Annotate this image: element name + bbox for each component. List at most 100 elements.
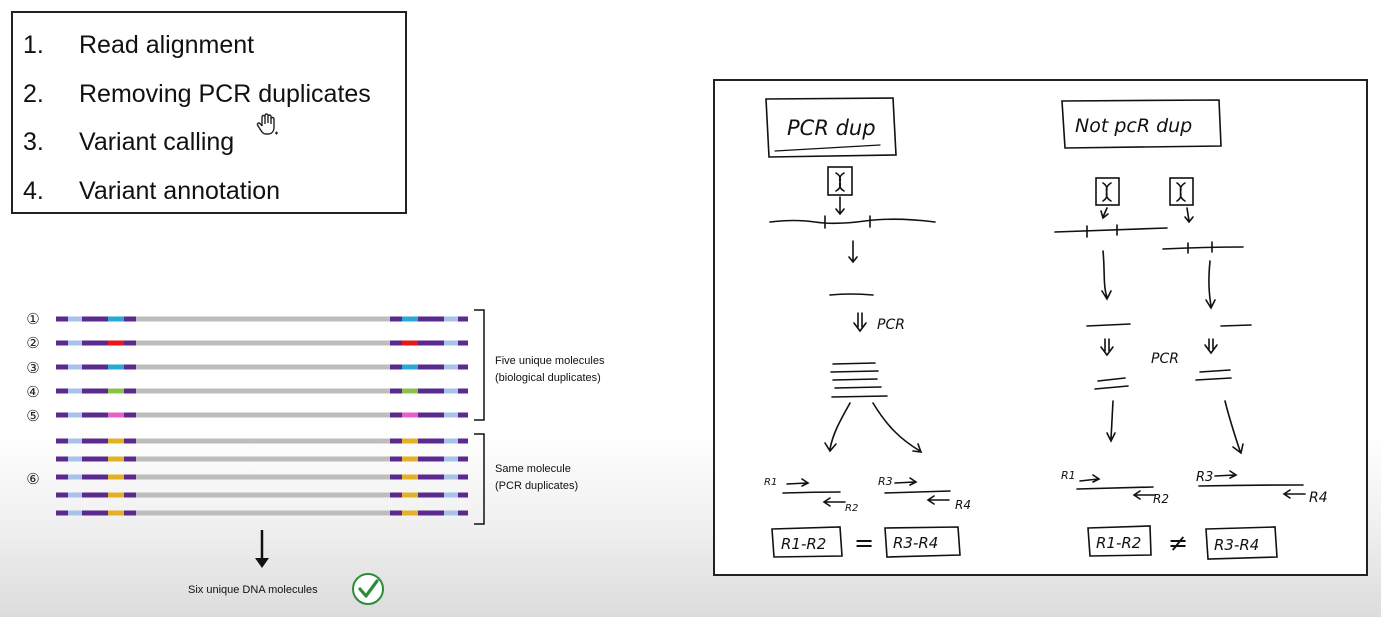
adapter-segment (458, 438, 468, 444)
read-label: R2 (845, 503, 858, 514)
adapter-segment (124, 510, 136, 516)
adapter-segment (68, 510, 82, 516)
barcode-segment (108, 316, 124, 322)
adapter-segment (458, 510, 468, 516)
step-label: Read alignment (79, 31, 255, 59)
adapter-segment (418, 316, 444, 322)
adapter-segment (458, 316, 468, 322)
dna-strand (56, 456, 468, 462)
barcode-segment (108, 340, 124, 346)
barcode-segment (108, 438, 124, 444)
adapter-segment (56, 510, 68, 516)
right-title: Not pcR dup (1075, 115, 1192, 137)
barcode-segment (402, 340, 418, 346)
adapter-segment (56, 388, 68, 394)
dna-strand (56, 492, 468, 498)
molecule-numbers: ① ② ③ ④ ⑤ ⑥ (26, 310, 39, 488)
adapter-segment (56, 364, 68, 370)
barcode-segment (108, 492, 124, 498)
adapter-segment (82, 388, 108, 394)
adapter-segment (390, 438, 402, 444)
inequality-sign: ≠ (1168, 529, 1188, 557)
group-bracket (474, 433, 485, 525)
down-arrow-icon (255, 530, 269, 568)
equation-right-term: R3-R4 (1214, 536, 1259, 554)
step-item: 3.Variant calling (23, 128, 234, 157)
adapter-segment (444, 388, 458, 394)
dna-strand (56, 340, 468, 346)
read-label: R3 (1196, 470, 1213, 485)
step-item: 1. Read alignment (23, 31, 254, 60)
adapter-segment (68, 456, 82, 462)
dna-strands (56, 316, 468, 516)
adapter-segment (458, 412, 468, 418)
molecule-number: ④ (26, 383, 39, 401)
barcode-segment (402, 364, 418, 370)
barcode-segment (108, 388, 124, 394)
adapter-segment (390, 492, 402, 498)
barcode-segment (402, 492, 418, 498)
adapter-segment (68, 364, 82, 370)
step-number: 1. (23, 31, 44, 59)
adapter-segment (56, 412, 68, 418)
adapter-segment (82, 492, 108, 498)
adapter-segment (82, 340, 108, 346)
adapter-segment (418, 438, 444, 444)
adapter-segment (390, 412, 402, 418)
group1-sublabel: (biological duplicates) (495, 372, 601, 384)
adapter-segment (458, 456, 468, 462)
equation-box (771, 526, 843, 558)
barcode-segment (108, 474, 124, 480)
adapter-segment (56, 492, 68, 498)
adapter-segment (390, 340, 402, 346)
read-label: R3 (878, 475, 893, 488)
pcr-label: PCR (877, 317, 905, 333)
adapter-segment (124, 438, 136, 444)
adapter-segment (444, 510, 458, 516)
result-label: Six unique DNA molecules (188, 584, 318, 596)
barcode-segment (108, 510, 124, 516)
adapter-segment (56, 474, 68, 480)
hand-cursor-icon (256, 113, 278, 135)
adapter-segment (444, 492, 458, 498)
step-label: Variant annotation (79, 177, 281, 205)
step-item: 4.Variant annotation (23, 177, 280, 206)
adapter-segment (458, 492, 468, 498)
adapter-segment (124, 456, 136, 462)
step-number: 2. (23, 80, 44, 108)
adapter-segment (124, 388, 136, 394)
adapter-segment (418, 492, 444, 498)
group2-label: Same molecule (495, 463, 571, 475)
adapter-segment (458, 340, 468, 346)
step-label: Removing PCR duplicates (79, 80, 371, 108)
adapter-segment (82, 316, 108, 322)
step-number: 3. (23, 128, 44, 156)
equation-box (1087, 525, 1152, 557)
dna-molecule-icon (1095, 177, 1120, 206)
adapter-segment (68, 388, 82, 394)
equation-box (1205, 526, 1278, 560)
adapter-segment (124, 412, 136, 418)
read-label: R1 (1061, 469, 1076, 482)
adapter-segment (68, 412, 82, 418)
adapter-segment (82, 456, 108, 462)
adapter-segment (390, 456, 402, 462)
adapter-segment (390, 316, 402, 322)
pcr-label: PCR (1151, 351, 1179, 367)
adapter-segment (56, 316, 68, 322)
barcode-segment (402, 388, 418, 394)
adapter-segment (444, 474, 458, 480)
dna-strand (56, 388, 468, 394)
barcode-segment (402, 456, 418, 462)
adapter-segment (68, 438, 82, 444)
molecule-number: ③ (26, 359, 39, 377)
adapter-segment (82, 438, 108, 444)
read-label: R4 (1309, 490, 1328, 506)
adapter-segment (458, 388, 468, 394)
adapter-segment (68, 340, 82, 346)
adapter-segment (444, 456, 458, 462)
adapter-segment (82, 510, 108, 516)
whiteboard-panel: PCR dup Not pcR dup PCR PCR R1 R2 R3 R4 … (713, 79, 1368, 576)
group1-label: Five unique molecules (495, 355, 605, 367)
adapter-segment (444, 438, 458, 444)
